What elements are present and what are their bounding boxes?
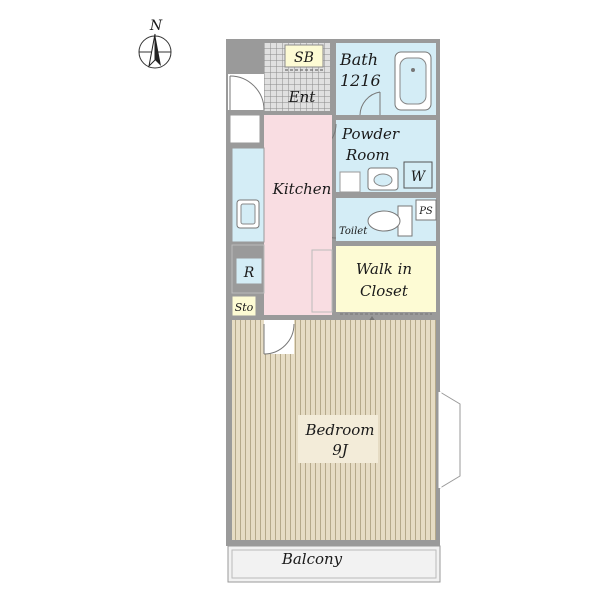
toilet-label: Toilet	[339, 226, 368, 237]
kitchen	[264, 115, 332, 315]
outdoor-unit	[229, 114, 261, 144]
bedroom-label: Bedroom	[305, 421, 375, 439]
refrigerator-label: R	[243, 265, 255, 281]
storage-label: Sto	[235, 301, 254, 314]
bedroom-label-box	[298, 415, 378, 463]
powder-room-label-2: Room	[345, 146, 390, 164]
sink-icon	[367, 167, 399, 191]
bathtub-icon	[394, 51, 432, 111]
north-arrow-icon: N	[138, 18, 172, 69]
pipe-space	[415, 199, 437, 221]
walk-in-closet-label-2: Closet	[360, 282, 409, 300]
bay-window	[438, 391, 461, 489]
balcony	[227, 545, 441, 583]
kitchen-sink-icon	[236, 199, 260, 229]
shoe-box-label: SB	[294, 50, 314, 66]
entrance-label: Ent	[288, 88, 317, 106]
washer-label: W	[411, 169, 427, 185]
bath-size-label: 1216	[340, 71, 381, 90]
bedroom-size-label: 9J	[332, 441, 349, 459]
bath-label: Bath	[339, 50, 378, 69]
shoe-box	[284, 44, 324, 68]
entry-door-icon	[228, 74, 265, 111]
pipe-space-label: PS	[418, 206, 433, 217]
washer-space	[403, 161, 433, 189]
refrigerator-space	[235, 257, 263, 285]
powder-room-label-1: Powder	[341, 125, 400, 143]
balcony-label: Balcony	[281, 550, 343, 568]
walk-in-closet-label-1: Walk in	[356, 260, 412, 278]
toilet-icon	[367, 205, 413, 237]
storage	[231, 295, 257, 317]
kitchen-label: Kitchen	[272, 180, 332, 198]
walk-in-closet	[336, 246, 436, 312]
svg-text:N: N	[149, 18, 163, 34]
